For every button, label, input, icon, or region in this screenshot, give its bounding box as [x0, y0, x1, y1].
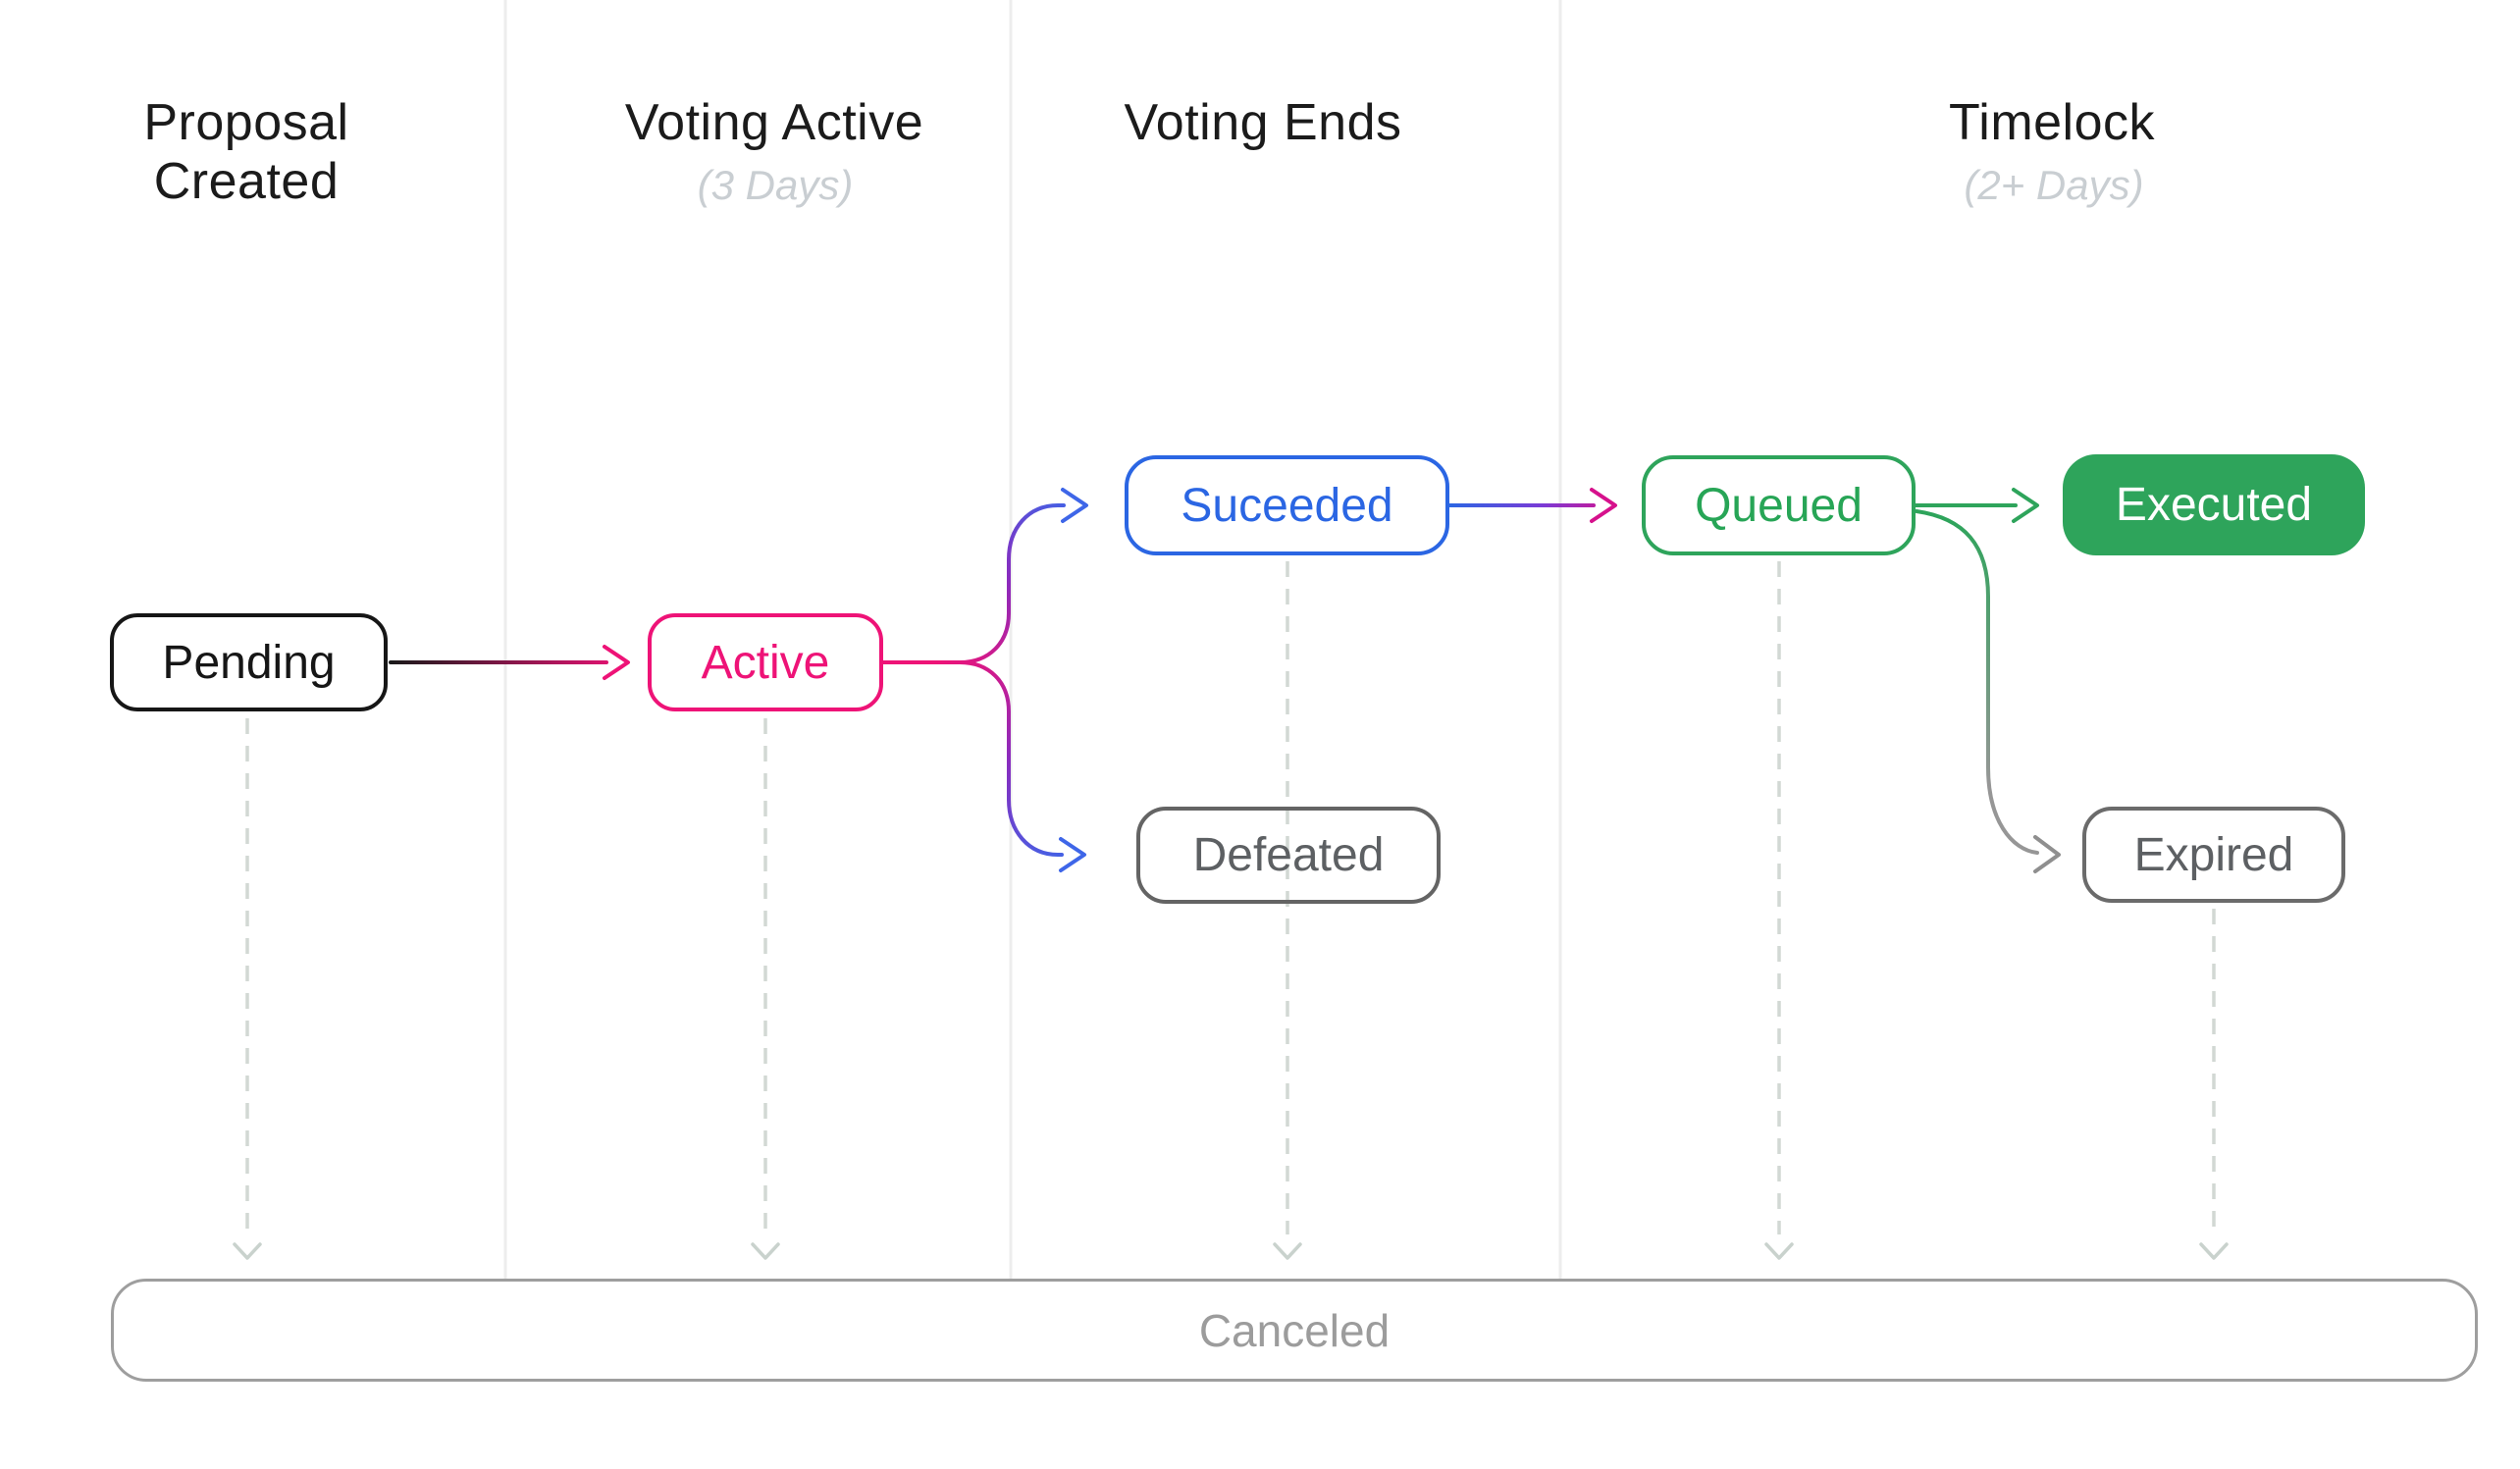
state-node-pending: Pending: [110, 613, 388, 711]
chevron-down-icon: [233, 1242, 262, 1260]
arrowhead-right-icon: [603, 645, 630, 680]
state-node-canceled: Canceled: [111, 1279, 2478, 1382]
dashed-cancel-lines: [245, 561, 2216, 1234]
state-node-queued: Queued: [1642, 455, 1916, 555]
column-header-proposal-created: Proposal Created: [143, 94, 349, 210]
state-node-executed: Executed: [2063, 454, 2365, 555]
edge-queued-executed: [1914, 488, 2039, 523]
arrowhead-right-icon: [1061, 488, 1088, 523]
arrowhead-right-icon: [2012, 488, 2039, 523]
state-node-defeated: Defeated: [1136, 807, 1441, 904]
edge-suceeded-queued: [1447, 488, 1617, 523]
column-subheader-timelock-duration: (2+ Days): [1964, 162, 2144, 208]
column-header-timelock: Timelock: [1948, 94, 2156, 151]
column-separators: [503, 0, 1562, 1279]
state-node-suceeded: Suceeded: [1125, 455, 1449, 555]
column-header-voting-active: Voting Active: [624, 94, 924, 151]
state-node-active: Active: [648, 613, 883, 711]
column-subheader-voting-active-duration: (3 Days): [697, 162, 854, 208]
column-header-voting-ends: Voting Ends: [1124, 94, 1402, 151]
edge-active-defeated: [881, 660, 1086, 872]
chevron-down-icon: [2199, 1242, 2229, 1260]
edge-queued-expired: [1915, 509, 2061, 873]
state-node-expired: Expired: [2082, 807, 2345, 903]
chevron-down-icon: [1764, 1242, 1794, 1260]
chevron-down-icon: [1273, 1242, 1302, 1260]
edge-pending-active: [389, 645, 630, 680]
chevron-down-icon: [751, 1242, 780, 1260]
arrowhead-right-icon: [1590, 488, 1617, 523]
edge-active-suceeded: [881, 488, 1088, 664]
arrowhead-right-icon: [2033, 835, 2061, 873]
dashed-line-chevrons: [233, 1242, 2229, 1260]
arrowhead-right-icon: [1059, 837, 1086, 872]
